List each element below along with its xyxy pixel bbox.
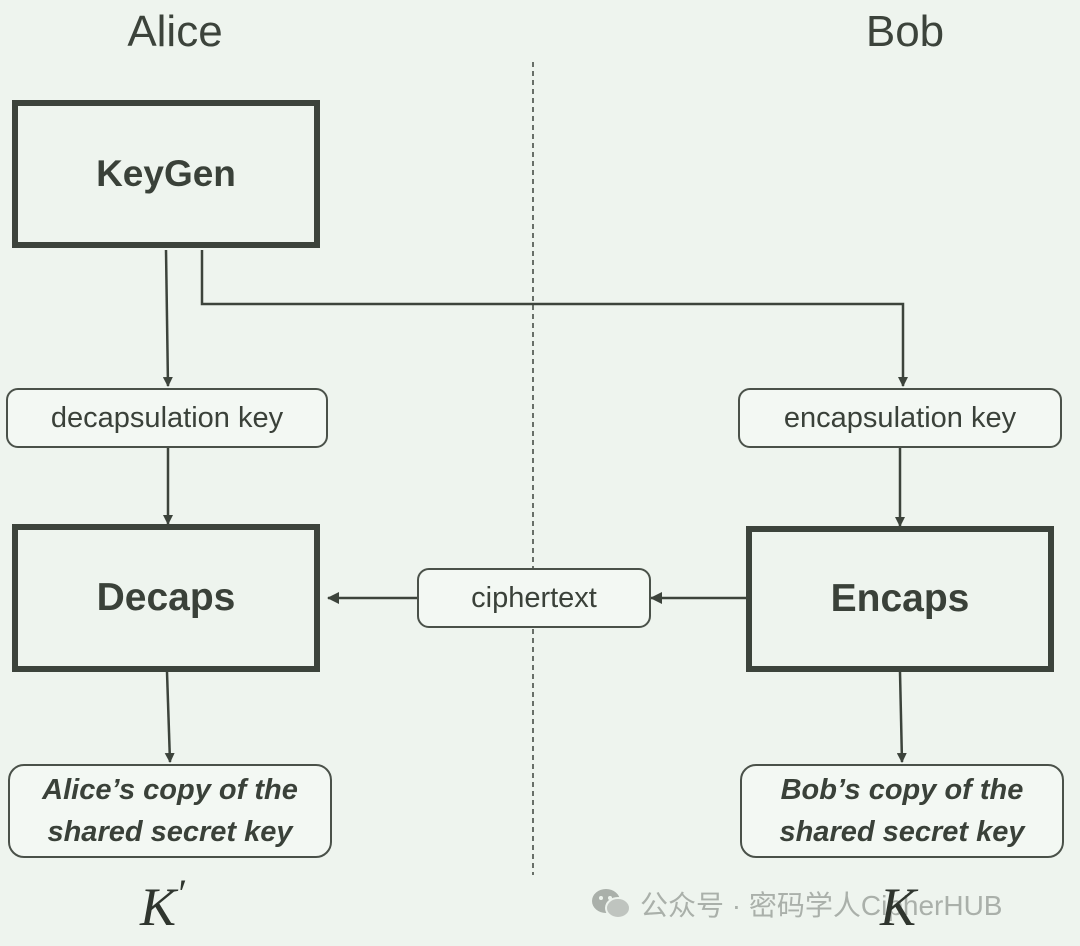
keygen-box: KeyGen <box>12 100 320 248</box>
encaps-label: Encaps <box>830 577 970 620</box>
ciphertext-label: ciphertext <box>471 581 597 614</box>
bob-key-symbol: K <box>880 876 940 942</box>
encapsulation-key-box: encapsulation key <box>738 388 1062 448</box>
wechat-icon <box>592 889 631 919</box>
bob-secret-box: Bob’s copy of the shared secret key <box>740 764 1064 858</box>
bob-secret-line2: shared secret key <box>779 816 1025 848</box>
decaps-box: Decaps <box>12 524 320 672</box>
watermark-text: 公众号 · 密码学人CipherHUB <box>640 890 1003 921</box>
bob-heading: Bob <box>865 7 945 56</box>
encapsulation-key-label: encapsulation key <box>783 401 1017 434</box>
arrow-encaps-to-bob-secret <box>896 671 907 763</box>
alice-secret-line2: shared secret key <box>47 816 293 848</box>
watermark: 公众号 · 密码学人CipherHUB <box>590 882 1060 926</box>
decapsulation-key-box: decapsulation key <box>6 388 328 448</box>
alice-key-prime: ′ <box>176 871 185 916</box>
encaps-box: Encaps <box>746 526 1054 672</box>
ciphertext-box: ciphertext <box>417 568 651 628</box>
alice-key-symbol: K′ <box>140 871 220 942</box>
decaps-label: Decaps <box>96 576 236 619</box>
bob-key-letter: K <box>880 877 917 937</box>
decapsulation-key-label: decapsulation key <box>50 401 284 434</box>
arrow-keygen-to-decaps-key <box>162 249 173 387</box>
keygen-label: KeyGen <box>96 153 236 194</box>
alice-heading: Alice <box>127 7 223 56</box>
arrow-keygen-to-encaps-key <box>200 250 908 387</box>
alice-key-letter: K <box>140 877 177 937</box>
arrow-decaps-to-alice-secret <box>164 671 175 763</box>
alice-secret-line1: Alice’s copy of the <box>42 774 298 806</box>
bob-secret-line1: Bob’s copy of the <box>780 774 1024 806</box>
alice-secret-box: Alice’s copy of the shared secret key <box>8 764 332 858</box>
